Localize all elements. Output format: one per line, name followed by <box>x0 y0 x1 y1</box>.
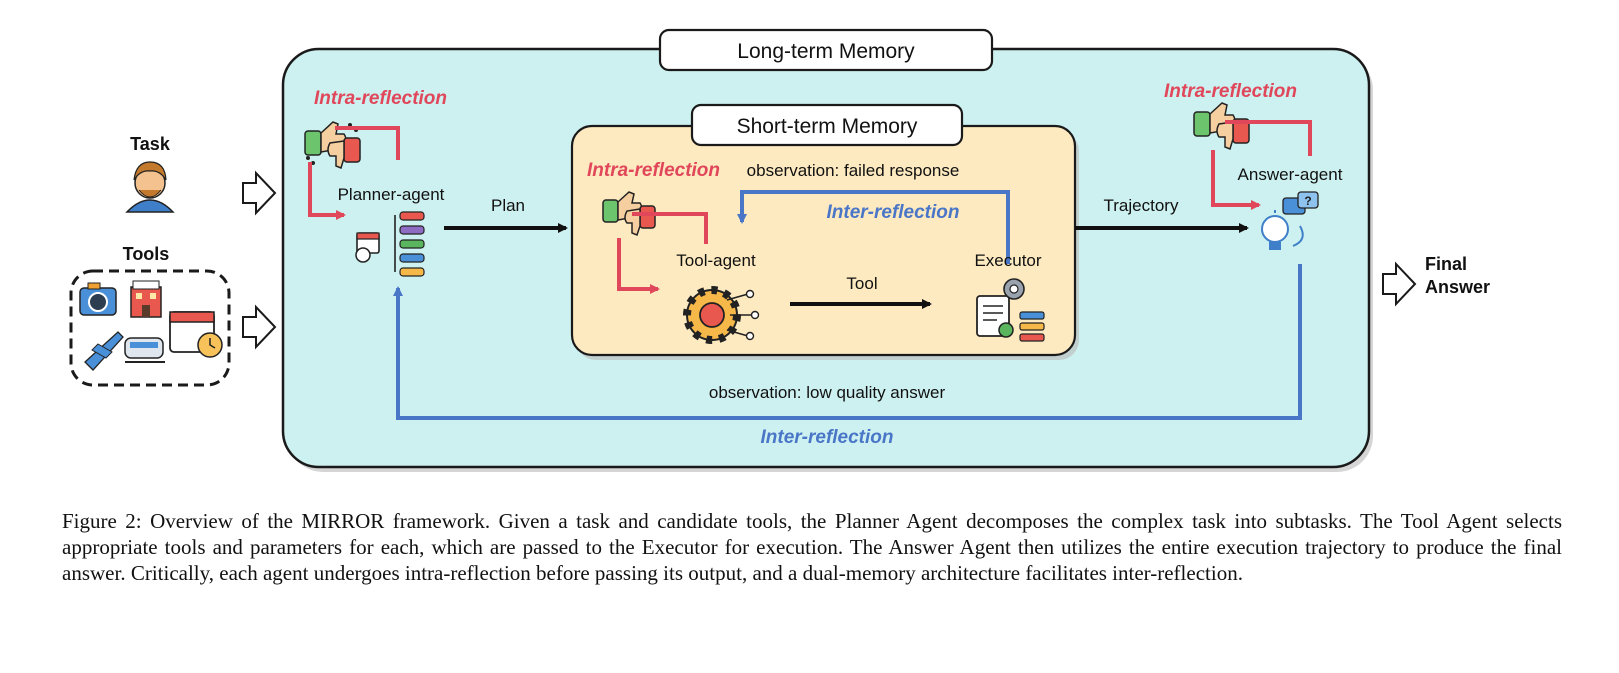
planner-intra-loop-top <box>335 126 400 160</box>
long-term-inter-reflection-arrow <box>393 264 1302 420</box>
plan-label: Plan <box>491 196 525 215</box>
planner-agent-label: Planner-agent <box>338 185 445 204</box>
tools-group-box <box>69 269 231 387</box>
tool-agent-intra-loop-arrow <box>617 238 660 294</box>
tools-input-arrow <box>242 304 277 350</box>
low-quality-observation-label: observation: low quality answer <box>709 383 946 402</box>
planner-thumbs-icon <box>304 121 361 170</box>
svg-text:?: ? <box>1304 194 1311 208</box>
tools-label: Tools <box>123 244 170 264</box>
tool-agent-label: Tool-agent <box>676 251 756 270</box>
answer-thumbs-icon <box>1193 102 1250 151</box>
mirror-framework-diagram: Long-term Memory Short-term Memory Task … <box>69 28 1490 472</box>
answer-label: Answer <box>1425 277 1490 297</box>
person-icon <box>125 161 175 213</box>
tool-label: Tool <box>846 274 877 293</box>
camera-icon <box>79 282 117 316</box>
executor-icon <box>976 278 1045 342</box>
final-answer-arrow <box>1382 261 1417 307</box>
planner-agent-icon <box>355 211 425 277</box>
planner-intra-reflection-label: Intra-reflection <box>314 88 447 109</box>
svg-text:Long-term Memory: Long-term Memory <box>737 40 915 63</box>
trajectory-label: Trajectory <box>1104 196 1179 215</box>
task-label: Task <box>130 134 171 154</box>
executor-label: Executor <box>974 251 1041 270</box>
short-term-inter-reflection-label: Inter-reflection <box>826 202 959 223</box>
answer-intra-loop-arrow <box>1211 150 1261 210</box>
short-term-inter-reflection-arrow <box>737 190 1010 264</box>
answer-intra-loop-top <box>1225 120 1312 156</box>
planner-intra-loop-arrow <box>308 162 346 220</box>
tool-agent-intra-reflection-label: Intra-reflection <box>587 160 720 181</box>
answer-agent-icon: ? <box>1261 191 1319 250</box>
train-icon <box>124 337 165 363</box>
hotel-icon <box>130 280 162 318</box>
final-label: Final <box>1425 254 1467 274</box>
answer-agent-label: Answer-agent <box>1238 165 1343 184</box>
answer-intra-reflection-label: Intra-reflection <box>1164 81 1297 102</box>
short-term-memory-title: Short-term Memory <box>690 103 964 147</box>
svg-text:Short-term Memory: Short-term Memory <box>737 115 918 138</box>
calendar-clock-icon <box>169 311 223 358</box>
long-term-inter-reflection-label: Inter-reflection <box>760 427 893 448</box>
tool-agent-gear-icon <box>683 286 760 344</box>
tool-agent-thumbs-icon <box>602 191 656 236</box>
failed-response-observation-label: observation: failed response <box>747 161 960 180</box>
task-input-arrow <box>242 170 277 216</box>
tool-agent-intra-loop-top <box>632 212 708 244</box>
long-term-memory-title: Long-term Memory <box>658 28 994 72</box>
figure-caption: Figure 2: Overview of the MIRROR framewo… <box>62 509 1562 585</box>
airplane-icon <box>84 331 124 371</box>
